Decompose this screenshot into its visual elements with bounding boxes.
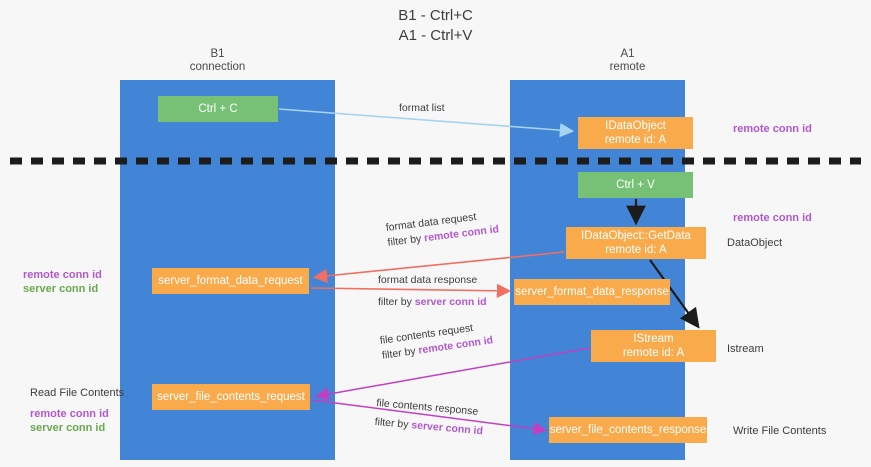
edge-label-fdres-filter-key: server conn id xyxy=(414,296,487,308)
column-header-b1-name: B1 xyxy=(210,48,225,60)
edge-label-fdres-filter-prefix: filter by xyxy=(378,296,415,308)
column-header-a1: A1 remote xyxy=(545,48,710,74)
box-server-file-contents-response[interactable]: server_file_contents_response xyxy=(549,417,707,443)
box-idataobject-getdata[interactable]: IDataObject::GetData remote id: A xyxy=(566,227,706,259)
edge-label-format-list: format list xyxy=(399,102,445,114)
annotation-left-server-conn-id-1: server conn id xyxy=(23,283,99,295)
column-header-a1-name: A1 xyxy=(620,48,635,60)
box-ctrl-v-label: Ctrl + V xyxy=(616,179,655,191)
annotation-left-remote-conn-id-2: remote conn id xyxy=(30,408,109,420)
annotation-left-server-conn-id-2: server conn id xyxy=(30,422,106,434)
box-idataobject-line2: remote id: A xyxy=(604,134,667,146)
annotation-left-conn-ids-top: remote conn id server conn id xyxy=(23,268,102,296)
edge-label-fcres-filter-key: server conn id xyxy=(410,419,484,438)
box-ctrl-v[interactable]: Ctrl + V xyxy=(578,172,693,198)
box-idataobject-line1: IDataObject xyxy=(605,120,666,132)
box-server-format-data-request-label: server_format_data_request xyxy=(158,275,303,287)
column-header-a1-sub: remote xyxy=(609,61,646,73)
box-server-format-data-request[interactable]: server_format_data_request xyxy=(152,268,309,294)
column-header-b1: B1 connection xyxy=(150,48,285,74)
title-line-1: B1 - Ctrl+C xyxy=(398,7,473,24)
box-ctrl-c[interactable]: Ctrl + C xyxy=(158,96,278,122)
annotation-istream: Istream xyxy=(727,343,764,355)
box-istream-line1: IStream xyxy=(633,333,674,345)
box-server-format-data-response-label: server_format_data_response xyxy=(515,286,669,298)
edge-label-file-contents-request: file contents request filter by remote c… xyxy=(379,318,494,363)
box-server-file-contents-request-label: server_file_contents_request xyxy=(157,391,305,403)
box-istream[interactable]: IStream remote id: A xyxy=(591,330,716,362)
edge-label-file-contents-response: file contents response filter by server … xyxy=(374,396,485,439)
box-idataobject[interactable]: IDataObject remote id: A xyxy=(578,117,693,149)
box-istream-lines: IStream remote id: A xyxy=(623,332,684,360)
box-ctrl-c-label: Ctrl + C xyxy=(198,103,238,115)
edge-label-fcres-filter-prefix: filter by xyxy=(374,415,412,432)
edge-label-fcreq-filter-prefix: filter by xyxy=(381,344,420,362)
box-server-format-data-response[interactable]: server_format_data_response xyxy=(514,279,670,305)
edge-label-format-data-response-line1: format data response xyxy=(378,274,478,286)
box-server-file-contents-request[interactable]: server_file_contents_request xyxy=(152,384,310,410)
annotation-remote-conn-id-top: remote conn id xyxy=(733,123,812,135)
edge-label-format-data-response: format data response filter by server co… xyxy=(378,273,487,310)
title-line-2: A1 - Ctrl+V xyxy=(398,27,473,44)
page-title: B1 - Ctrl+C A1 - Ctrl+V xyxy=(0,6,871,46)
annotation-read-file-contents: Read File Contents xyxy=(30,387,125,399)
annotation-remote-conn-id-mid: remote conn id xyxy=(733,212,812,224)
annotation-left-conn-ids-bottom: Read File Contents remote conn id server… xyxy=(30,386,124,435)
box-getdata-line2: remote id: A xyxy=(605,244,667,256)
annotation-left-remote-conn-id-1: remote conn id xyxy=(23,269,102,281)
edge-label-fdreq-filter-prefix: filter by xyxy=(386,232,425,249)
edge-label-format-data-response-line2: filter by server conn id xyxy=(378,295,487,310)
box-getdata-line1: IDataObject::GetData xyxy=(581,230,691,242)
box-getdata-lines: IDataObject::GetData remote id: A xyxy=(581,229,691,257)
annotation-write-file-contents: Write File Contents xyxy=(733,425,827,437)
box-istream-line2: remote id: A xyxy=(622,347,685,359)
edge-label-format-data-request: format data request filter by remote con… xyxy=(385,207,500,250)
column-header-b1-sub: connection xyxy=(189,61,246,73)
box-idataobject-lines: IDataObject remote id: A xyxy=(605,119,666,147)
annotation-dataobject: DataObject xyxy=(727,237,783,249)
box-server-file-contents-response-label: server_file_contents_response xyxy=(549,424,707,436)
